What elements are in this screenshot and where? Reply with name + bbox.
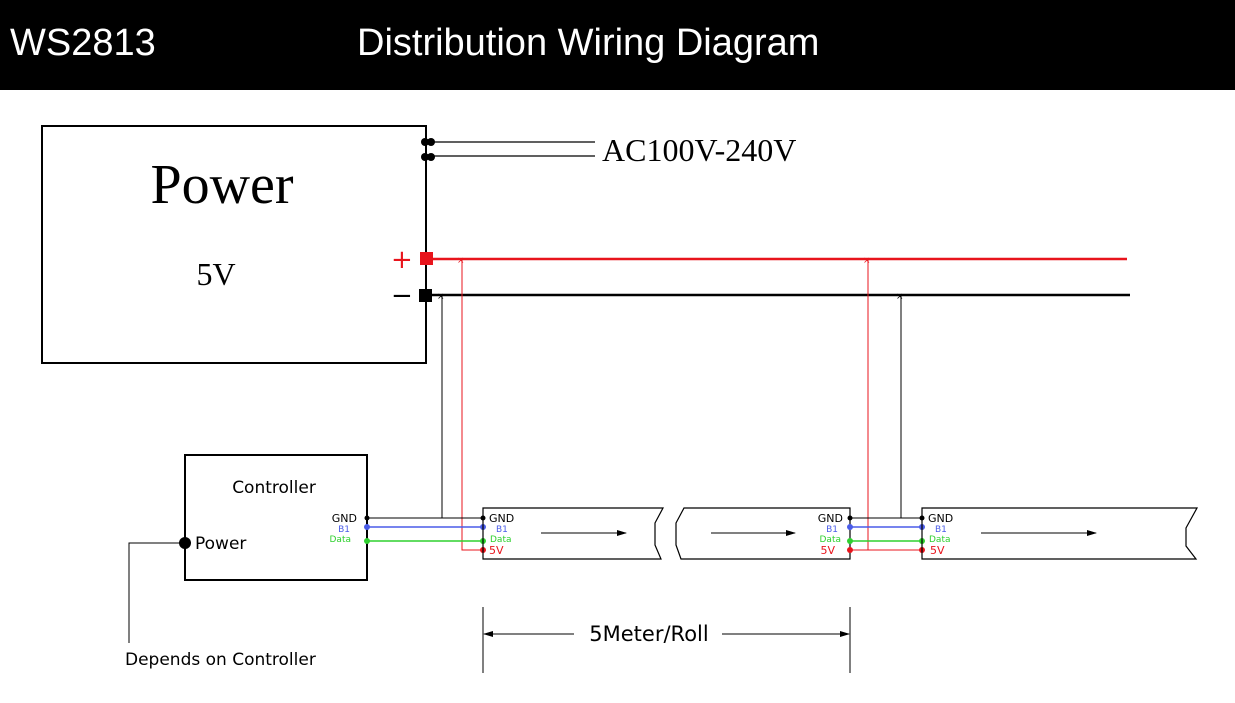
signal-wires-2 <box>847 515 925 553</box>
controller-power-label: Power <box>195 534 246 554</box>
length-dimension: 5Meter/Roll <box>482 607 851 673</box>
strip-out-pin-data: Data <box>820 535 842 545</box>
feed-wires-2: × × <box>863 256 904 550</box>
minus-symbol: − <box>391 281 413 311</box>
dc-output: + − <box>391 245 1130 311</box>
length-label: 5Meter/Roll <box>589 622 708 646</box>
junction-mark: × <box>457 256 465 266</box>
vcc-drop-1 <box>461 259 483 551</box>
strip-body <box>675 507 851 560</box>
junction-mark: × <box>896 292 904 302</box>
positive-terminal-icon <box>420 252 433 265</box>
ac-input: AC100V-240V <box>421 132 796 168</box>
strip-pin-gnd: GND <box>928 512 953 525</box>
controller-pin-b1: B1 <box>338 525 350 535</box>
controller-power-wire <box>128 542 185 643</box>
junction-mark: × <box>437 292 445 302</box>
strip-body <box>482 507 664 560</box>
page-title: Distribution Wiring Diagram <box>357 22 820 64</box>
led-strip-2: GND B1 Data 5V <box>675 507 851 560</box>
plus-symbol: + <box>391 245 413 275</box>
strip-pin-5v: 5V <box>489 544 504 557</box>
strip-body <box>921 507 1199 560</box>
power-supply: Power 5V <box>41 125 427 364</box>
strip-pin-data: Data <box>929 535 951 545</box>
controller-power-note: Depends on Controller <box>125 650 316 670</box>
controller-pin-data: Data <box>330 535 352 545</box>
led-strip-1: GND B1 Data 5V <box>482 507 664 560</box>
strip-pin-b1: B1 <box>496 525 508 535</box>
controller: Controller Power Depends on Controller G… <box>125 454 368 670</box>
led-strip-3: GND B1 Data 5V <box>921 507 1199 560</box>
power-supply-label: Power <box>150 154 293 216</box>
negative-terminal-icon <box>419 289 432 302</box>
controller-label: Controller <box>232 478 316 498</box>
power-supply-box <box>41 125 427 364</box>
signal-wires-1 <box>364 515 486 553</box>
strip-pin-5v: 5V <box>930 544 945 557</box>
strip-pin-gnd: GND <box>489 512 514 525</box>
ac-terminal-icon <box>421 138 435 161</box>
strip-pin-b1: B1 <box>935 525 947 535</box>
feed-wires-1: × × <box>437 256 483 551</box>
model-name: WS2813 <box>10 22 156 64</box>
strip-pin-data: Data <box>490 535 512 545</box>
strip-out-pin-b1: B1 <box>826 525 838 535</box>
strip-out-pin-5v: 5V <box>820 544 835 557</box>
strip-out-pin-gnd: GND <box>818 512 843 525</box>
ac-input-label: AC100V-240V <box>602 132 796 168</box>
power-supply-voltage: 5V <box>196 256 235 292</box>
title-bar: WS2813 Distribution Wiring Diagram <box>0 0 1235 90</box>
controller-pin-gnd: GND <box>332 512 357 525</box>
junction-mark: × <box>863 256 871 266</box>
